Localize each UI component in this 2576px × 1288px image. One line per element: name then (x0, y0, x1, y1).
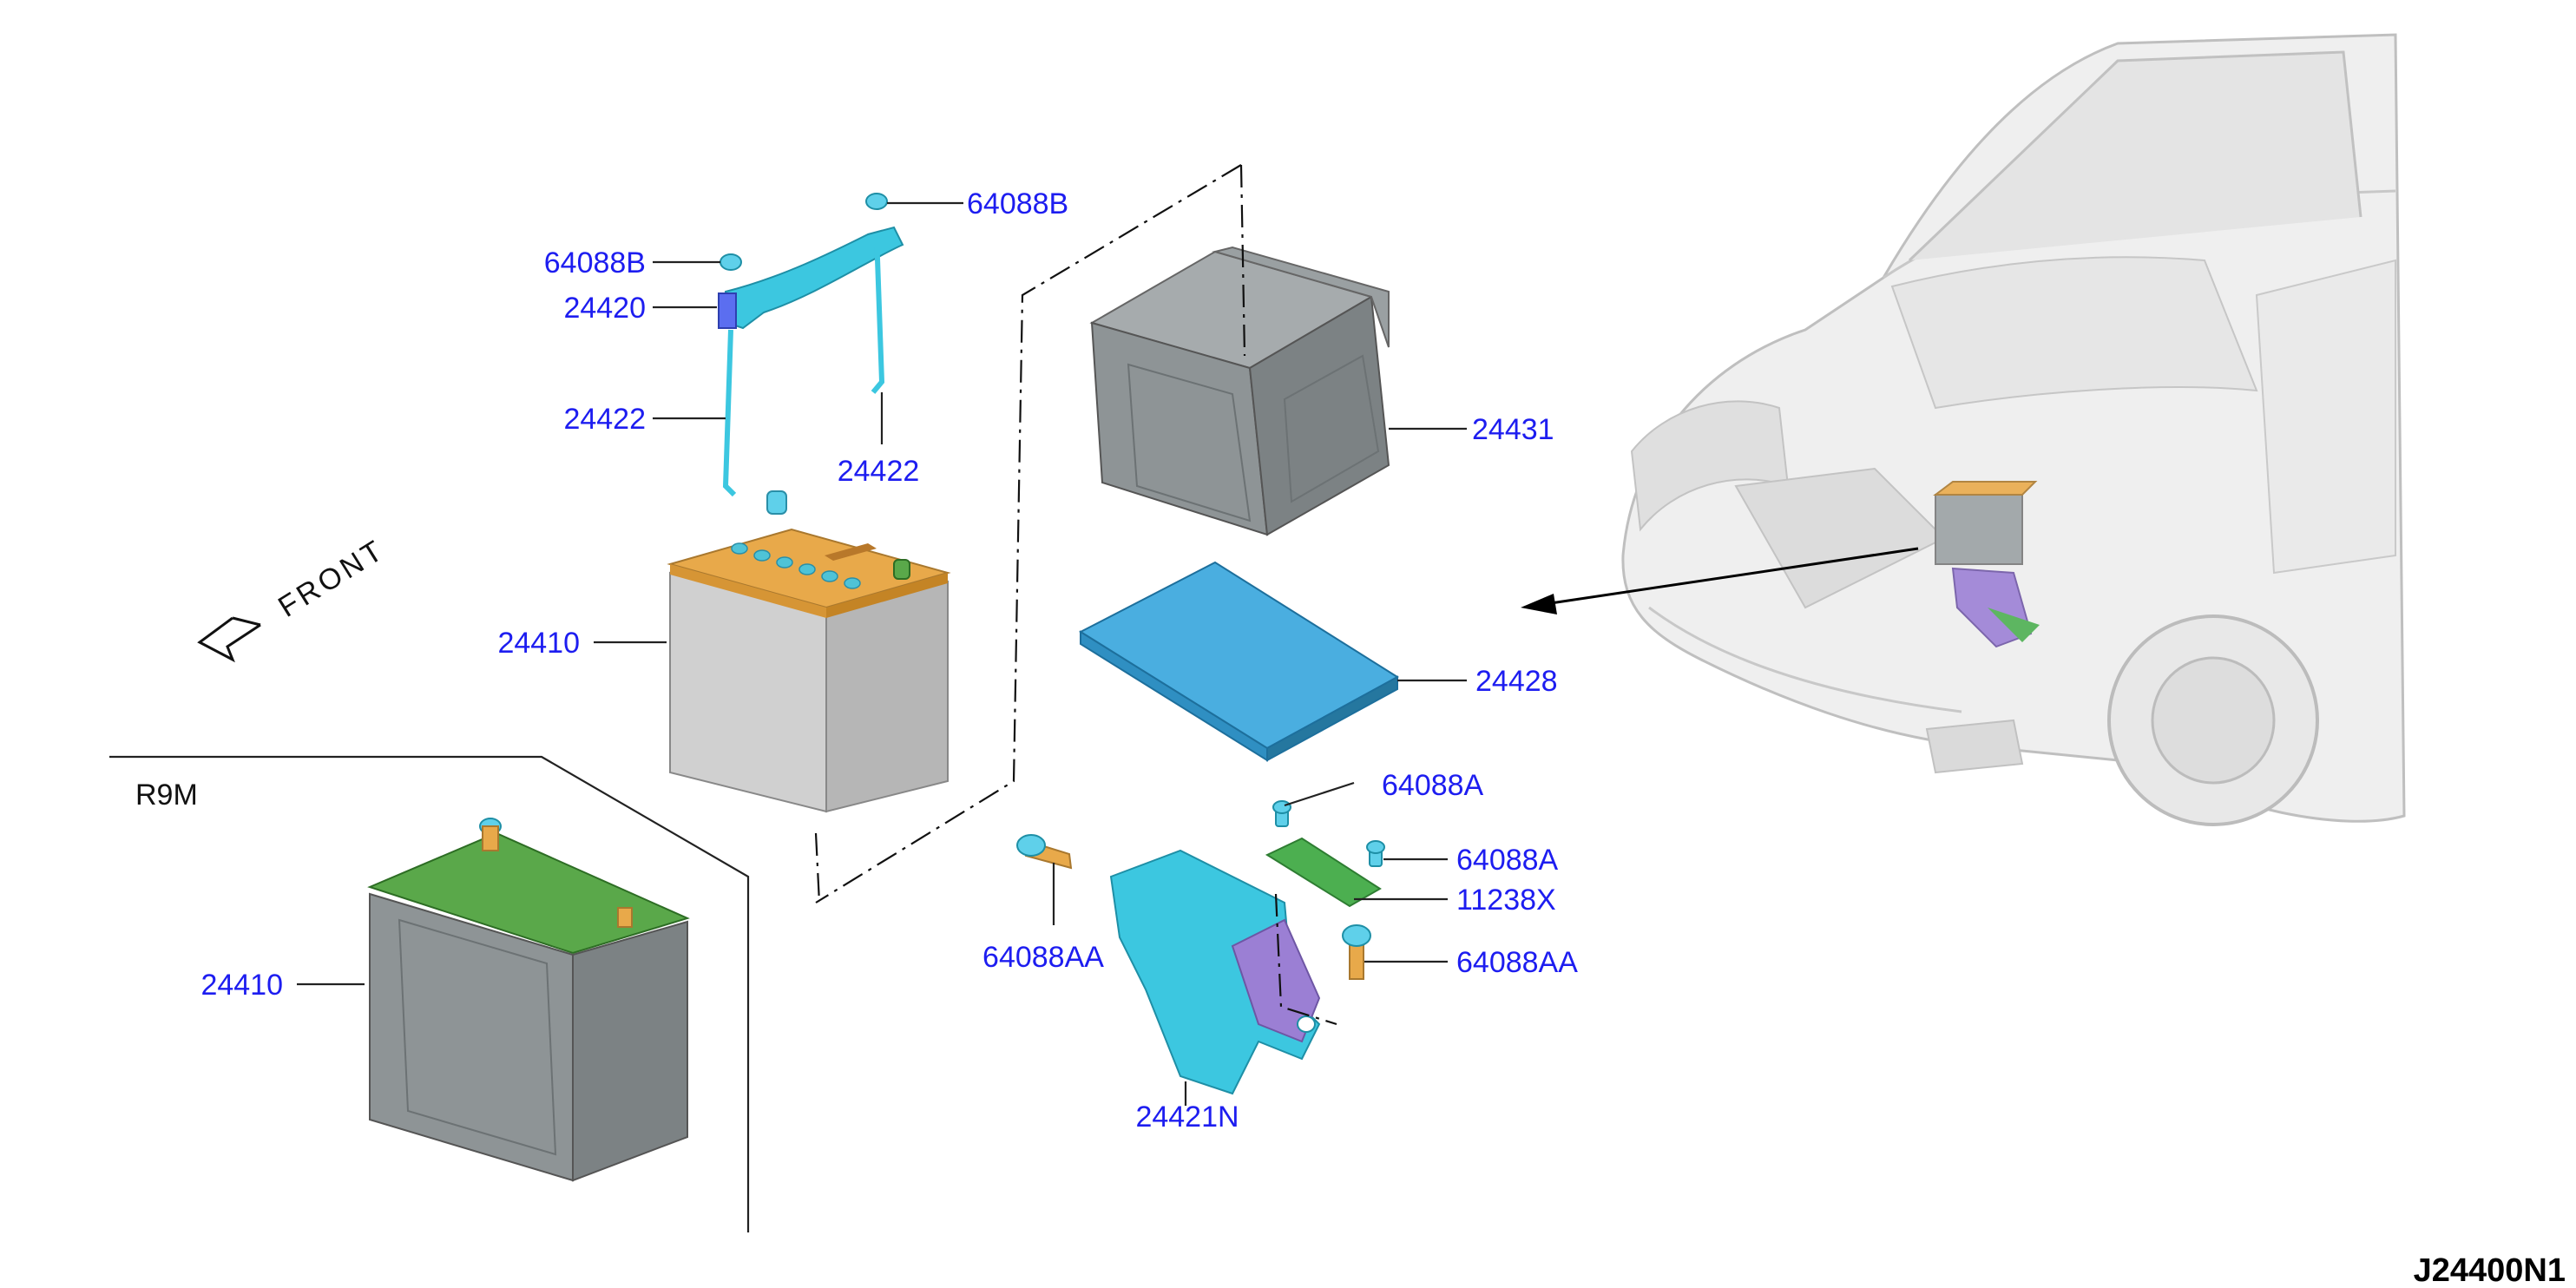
callout-11238x[interactable]: 11238X (1456, 884, 1556, 917)
callout-24420-label: 24420 (563, 292, 646, 325)
callout-24431-label: 24431 (1472, 413, 1554, 446)
callout-24410-bottom[interactable]: 24410 (200, 969, 283, 1002)
battery-box-24431 (1089, 246, 1390, 536)
callout-24422-right[interactable]: 24422 (838, 455, 920, 488)
callout-64088b-right[interactable]: 64088B (967, 187, 1068, 220)
j-bolt-rods-24422 (722, 233, 885, 497)
nuts-64088b (720, 193, 888, 271)
mounting-bracket-24421n (1109, 849, 1321, 1095)
callout-64088a-1-label: 64088A (1382, 769, 1484, 802)
hold-down-bracket-24420 (718, 226, 904, 330)
callout-24428-label: 24428 (1475, 665, 1558, 698)
callout-24410-bottom-label: 24410 (200, 969, 283, 1002)
callout-24420[interactable]: 24420 (563, 292, 646, 325)
callout-24422-right-label: 24422 (838, 455, 920, 488)
callout-64088aa-left[interactable]: 64088AA (982, 941, 1104, 974)
battery-24410-top (667, 490, 951, 813)
callout-24422-left-label: 24422 (563, 403, 646, 436)
callout-64088a-2-label: 64088A (1456, 844, 1559, 877)
battery-24410-r9m (367, 818, 690, 1182)
callout-64088aa-left-label: 64088AA (982, 941, 1104, 974)
battery-tray-24428 (1078, 561, 1399, 762)
callout-24421n-label: 24421N (1135, 1101, 1239, 1134)
callout-24421n[interactable]: 24421N (1135, 1101, 1239, 1134)
front-label: FRONT (273, 533, 391, 624)
r9m-inset-frame (109, 755, 750, 1232)
callout-24410-top[interactable]: 24410 (497, 627, 580, 660)
callout-24410-top-label: 24410 (497, 627, 580, 660)
bolts-64088aa (1016, 834, 1371, 980)
callout-24431[interactable]: 24431 (1472, 413, 1554, 446)
diagram-reference-code: J24400N1 (2414, 1252, 2566, 1288)
callout-64088aa-right-label: 64088AA (1456, 946, 1578, 979)
leader-lines (297, 201, 1467, 1106)
callout-24428[interactable]: 24428 (1475, 665, 1558, 698)
callout-11238x-label: 11238X (1456, 884, 1556, 917)
locator-arrow-icon (1521, 547, 1919, 614)
front-arrow-icon (197, 616, 261, 663)
callout-24422-left[interactable]: 24422 (563, 403, 646, 436)
callout-64088aa-right[interactable]: 64088AA (1456, 946, 1578, 979)
variant-label: R9M (135, 779, 198, 812)
bracket-plate-11238x (1265, 837, 1382, 908)
assembly-guide-lines (814, 164, 1337, 1026)
callout-64088a-1[interactable]: 64088A (1382, 769, 1484, 802)
callout-64088b-left-label: 64088B (544, 246, 646, 279)
callout-64088b-left[interactable]: 64088B (544, 246, 646, 279)
callout-64088b-right-label: 64088B (967, 187, 1068, 220)
callout-64088a-2[interactable]: 64088A (1456, 844, 1559, 877)
vehicle-illustration (1621, 33, 2406, 826)
